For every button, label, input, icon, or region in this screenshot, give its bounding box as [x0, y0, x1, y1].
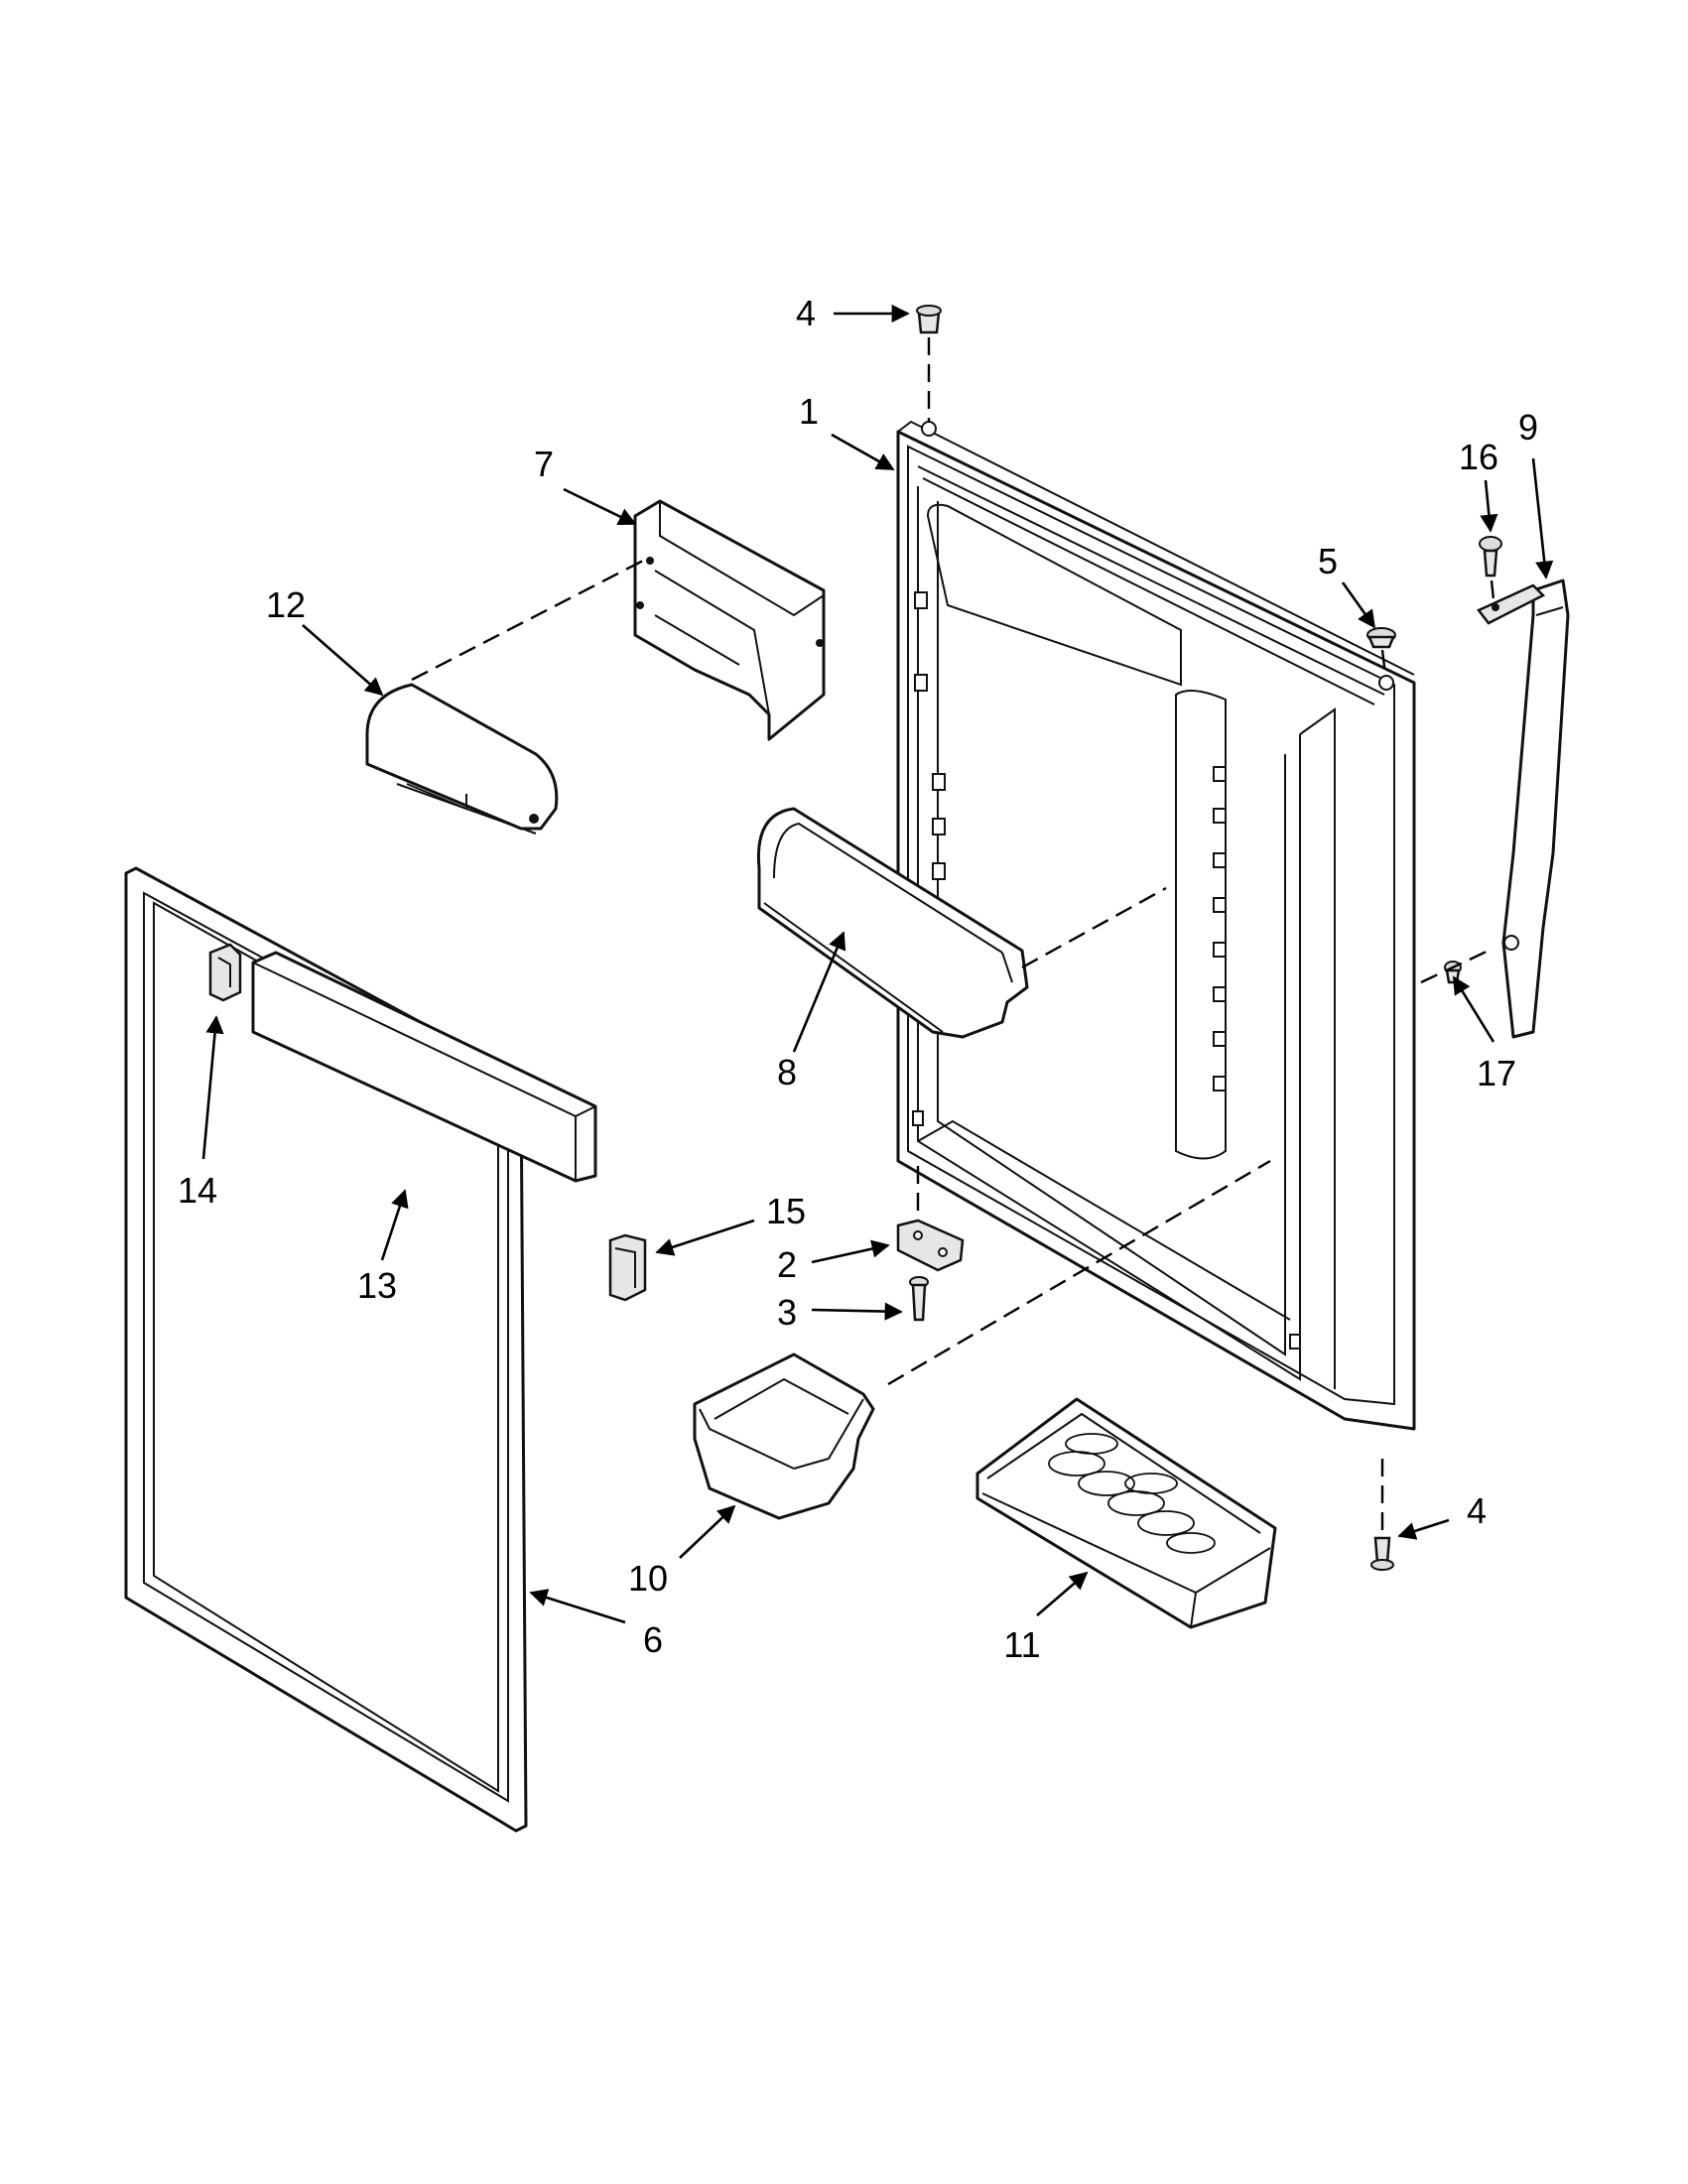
callout-3: 3	[777, 1292, 797, 1333]
small-door-bin	[693, 1352, 875, 1520]
callout-9: 9	[1518, 407, 1538, 448]
hinge-cap	[1366, 627, 1396, 649]
callout-15: 15	[766, 1191, 806, 1231]
hinge-screw	[909, 1276, 929, 1322]
door-handle	[1477, 578, 1570, 1039]
callout-16: 16	[1459, 437, 1498, 477]
ice-bin	[975, 1397, 1277, 1629]
callout-8: 8	[777, 1052, 797, 1092]
rail-end-cap	[608, 1233, 647, 1302]
shelf-rail	[251, 951, 597, 1183]
callout-14: 14	[178, 1170, 217, 1211]
callout-1: 1	[799, 391, 819, 432]
callout-6: 6	[643, 1619, 663, 1660]
callout-11: 11	[1003, 1624, 1040, 1665]
callout-17: 17	[1477, 1053, 1516, 1093]
door-bin	[756, 807, 1029, 1039]
callout-4-bottom: 4	[1467, 1490, 1487, 1531]
callout-10: 10	[628, 1558, 668, 1599]
door-panel	[896, 420, 1416, 1431]
handle-screw	[1479, 536, 1502, 578]
callout-12: 12	[266, 584, 306, 625]
callout-5: 5	[1318, 541, 1338, 581]
bin-cover	[365, 683, 559, 835]
hinge-pin-bottom	[1370, 1536, 1394, 1571]
callout-13: 13	[357, 1265, 397, 1306]
lower-hinge-bracket	[896, 1219, 965, 1272]
rail-end-left	[208, 943, 242, 1002]
callout-2: 2	[777, 1244, 797, 1285]
leader-lines	[201, 304, 1554, 1624]
callout-4-top: 4	[796, 293, 816, 333]
upper-door-bin	[633, 499, 826, 741]
callout-labels: 4 1 7 12 5 16 9 8 17 14 13 15 2 3 10 6 1…	[178, 293, 1538, 1665]
callout-7: 7	[534, 444, 554, 484]
hinge-pin-top	[916, 305, 942, 334]
